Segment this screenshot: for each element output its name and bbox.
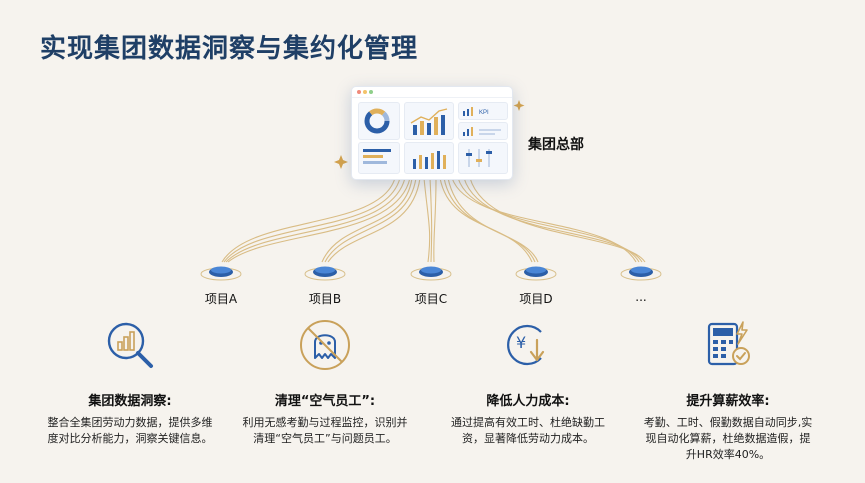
feature-lower-cost: ¥ 降低人力成本: 通过提高有效工时、杜绝缺勤工资，显著降低劳动力成本。 bbox=[443, 318, 613, 447]
feature-desc: 整合全集团劳动力数据，提供多维度对比分析能力，洞察关键信息。 bbox=[47, 416, 213, 445]
feature-title: 提升算薪效率: bbox=[686, 394, 770, 409]
feature-ghost-employees: 清理“空气员工”: 利用无感考勤与过程监控，识别并清理“空气员工”与问题员工。 bbox=[240, 318, 410, 447]
donut-chart-panel bbox=[358, 102, 400, 140]
yuan-glyph: ¥ bbox=[516, 333, 526, 352]
feature-title: 集团数据洞察: bbox=[88, 394, 172, 409]
kpi-label: KPI bbox=[479, 110, 489, 116]
bar-chart-icon bbox=[410, 108, 448, 135]
project-label: 项目B bbox=[308, 292, 342, 306]
project-node-b: 项目B bbox=[290, 258, 360, 307]
cost-down-icon: ¥ bbox=[507, 324, 545, 366]
feature-title: 清理“空气员工”: bbox=[274, 394, 376, 409]
ghost-icon bbox=[300, 320, 350, 370]
project-node-d: 项目D bbox=[501, 258, 571, 307]
node-disc-icon bbox=[620, 266, 662, 281]
hbar-chart-icon bbox=[363, 149, 391, 164]
feature-desc: 通过提高有效工时、杜绝缺勤工资，显著降低劳动力成本。 bbox=[451, 416, 605, 445]
calculator-icon bbox=[707, 321, 750, 366]
hq-dashboard: KPI bbox=[351, 86, 513, 180]
sliders-icon bbox=[466, 149, 492, 167]
project-label: 项目C bbox=[414, 292, 448, 306]
project-label: ... bbox=[635, 290, 647, 304]
bar-line-chart-panel bbox=[404, 102, 454, 140]
window-dot-icon bbox=[369, 90, 373, 94]
dashboard-titlebar bbox=[352, 87, 512, 98]
feature-desc: 考勤、工时、假勤数据自动同步,实现自动化算薪，杜绝数据造假，提升HR效率40%。 bbox=[643, 416, 813, 461]
feature-data-insight: 集团数据洞察: 整合全集团劳动力数据，提供多维度对比分析能力，洞察关键信息。 bbox=[45, 318, 215, 447]
feature-payroll-efficiency: 提升算薪效率: 考勤、工时、假勤数据自动同步,实现自动化算薪，杜绝数据造假，提升… bbox=[643, 318, 813, 463]
project-label: 项目A bbox=[204, 292, 238, 306]
mini-bar-panel bbox=[458, 122, 508, 140]
window-dot-icon bbox=[363, 90, 367, 94]
project-node-a: 项目A bbox=[186, 258, 256, 307]
kpi-chart-icon: KPI bbox=[463, 107, 489, 116]
mini-bar-icon bbox=[463, 127, 501, 136]
sliders-panel bbox=[458, 142, 508, 174]
bar-chart-icon bbox=[413, 151, 446, 169]
project-node-more: ... bbox=[606, 258, 676, 304]
node-disc-icon bbox=[515, 266, 557, 281]
hq-label: 集团总部 bbox=[528, 137, 584, 153]
node-disc-icon bbox=[304, 266, 346, 281]
magnifier-chart-icon bbox=[107, 322, 153, 368]
window-dot-icon bbox=[357, 90, 361, 94]
feature-title: 降低人力成本: bbox=[486, 394, 570, 409]
project-label: 项目D bbox=[519, 292, 553, 306]
kpi-panel: KPI bbox=[458, 102, 508, 120]
node-disc-icon bbox=[410, 266, 452, 281]
feature-desc: 利用无感考勤与过程监控，识别并清理“空气员工”与问题员工。 bbox=[242, 416, 408, 445]
bar-chart-panel-2 bbox=[404, 142, 454, 174]
donut-chart-icon bbox=[364, 108, 390, 134]
hbar-panel bbox=[358, 142, 400, 174]
page-title: 实现集团数据洞察与集约化管理 bbox=[40, 34, 419, 64]
project-node-c: 项目C bbox=[396, 258, 466, 307]
node-disc-icon bbox=[200, 266, 242, 281]
